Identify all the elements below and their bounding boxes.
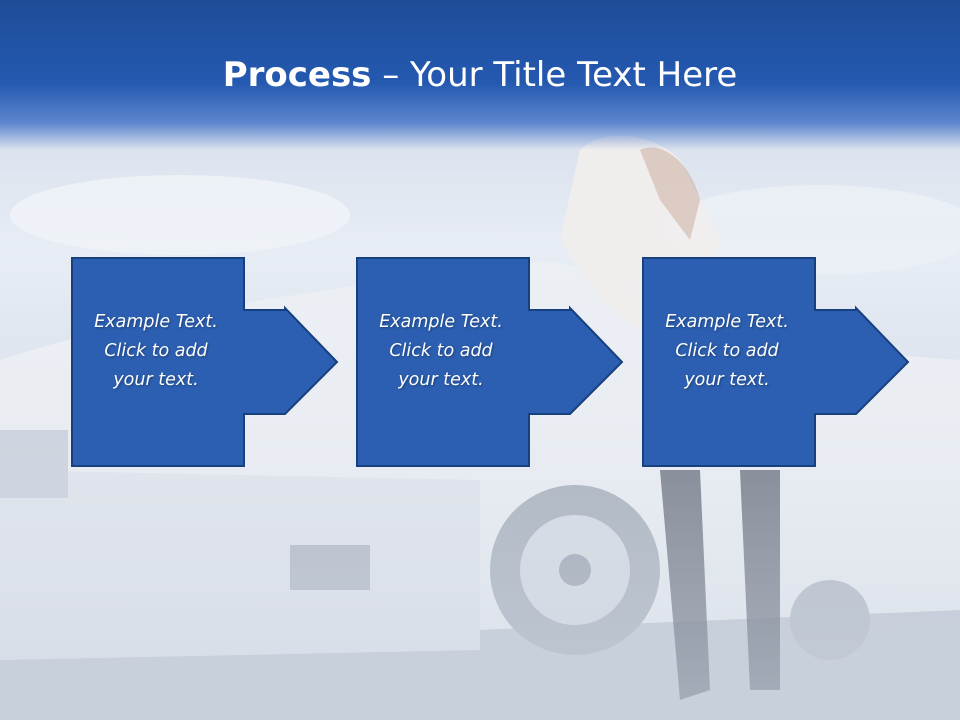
step-1-line-1: Example Text. bbox=[94, 312, 218, 332]
step-3-line-3: your text. bbox=[684, 370, 770, 390]
step-1-line-3: your text. bbox=[113, 370, 199, 390]
process-step-3[interactable]: Example Text. Click to add your text. bbox=[641, 256, 910, 468]
step-3-arrow-shape bbox=[642, 257, 910, 467]
step-1-arrow-shape bbox=[71, 257, 339, 467]
step-3-line-2: Click to add bbox=[675, 341, 779, 361]
step-3-text: Example Text. Click to add your text. bbox=[641, 308, 813, 395]
step-1-line-2: Click to add bbox=[104, 341, 208, 361]
step-1-text: Example Text. Click to add your text. bbox=[70, 308, 242, 395]
process-step-2[interactable]: Example Text. Click to add your text. bbox=[355, 256, 624, 468]
title-bar bbox=[0, 0, 960, 150]
step-2-line-2: Click to add bbox=[389, 341, 493, 361]
slide-title[interactable]: Process – Your Title Text Here bbox=[0, 50, 960, 100]
step-2-line-1: Example Text. bbox=[379, 312, 503, 332]
step-2-line-3: your text. bbox=[398, 370, 484, 390]
step-2-text: Example Text. Click to add your text. bbox=[355, 308, 527, 395]
step-3-line-1: Example Text. bbox=[665, 312, 789, 332]
title-bold-text: Process bbox=[222, 55, 372, 95]
title-rest-text: – Your Title Text Here bbox=[371, 55, 738, 95]
process-step-1[interactable]: Example Text. Click to add your text. bbox=[70, 256, 339, 468]
step-2-arrow-shape bbox=[356, 257, 624, 467]
